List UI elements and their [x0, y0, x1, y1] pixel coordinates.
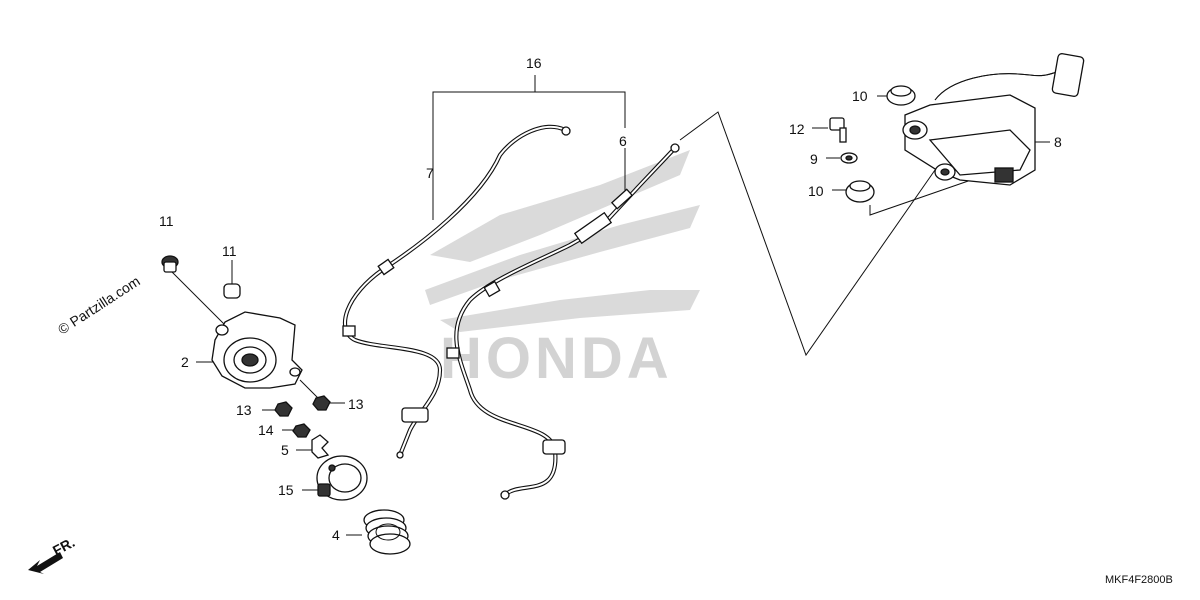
- callout-16: 16: [526, 55, 542, 71]
- bolt-12: [829, 117, 847, 143]
- housing-2: [211, 311, 303, 389]
- cable-6: [446, 143, 680, 500]
- honda-wing-logo: HONDA: [425, 150, 700, 391]
- front-direction-arrow-icon: FR.: [28, 534, 77, 574]
- nut-13-left: [274, 401, 293, 417]
- callout-14: 14: [258, 422, 274, 438]
- grommet-10-bottom: [845, 180, 875, 203]
- nut-14: [292, 423, 311, 438]
- callout-8: 8: [1054, 134, 1062, 150]
- callout-12: 12: [789, 121, 805, 137]
- leader-lines: [171, 75, 1050, 536]
- cable-7: [342, 124, 571, 459]
- callout-9: 9: [810, 151, 818, 167]
- callout-11-left: 11: [159, 213, 174, 229]
- callout-10-top: 10: [852, 88, 868, 104]
- plate-15: [316, 455, 368, 501]
- actuator-8: [902, 53, 1085, 186]
- grommet-10-top: [886, 85, 916, 106]
- washer-9: [840, 152, 858, 164]
- callout-2: 2: [181, 354, 189, 370]
- callout-13-right: 13: [348, 396, 364, 412]
- nut-13-right: [312, 395, 331, 411]
- spring-4: [363, 509, 411, 555]
- diagram-code: MKF4F2800B: [1105, 574, 1173, 586]
- callout-labels: 16 7 6 10 12 9 10 8 11 11 2 13 13 14 5 1…: [159, 55, 1062, 543]
- callout-15: 15: [278, 482, 294, 498]
- callout-4: 4: [332, 527, 340, 543]
- bolt-11-right: [223, 283, 241, 299]
- callout-7: 7: [426, 165, 434, 181]
- callout-13-left: 13: [236, 402, 252, 418]
- callout-5: 5: [281, 442, 289, 458]
- callout-10-bottom: 10: [808, 183, 824, 199]
- callout-11-right: 11: [222, 243, 237, 259]
- callout-6: 6: [619, 133, 627, 149]
- clip-5: [311, 434, 330, 459]
- bolt-11-left: [161, 255, 179, 273]
- front-indicator-label: FR.: [50, 534, 77, 559]
- partzilla-watermark: © Partzilla.com: [55, 273, 143, 338]
- honda-logo-text: HONDA: [440, 326, 673, 391]
